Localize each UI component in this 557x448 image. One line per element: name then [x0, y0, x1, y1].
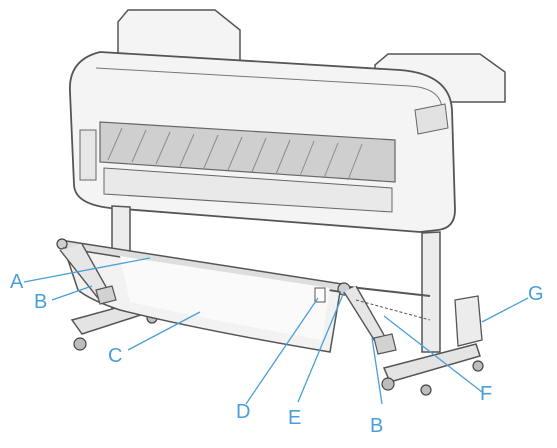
callout-B-bottom: B [370, 415, 384, 437]
leader-D [245, 297, 319, 405]
control-panel [414, 103, 449, 135]
leader-B-bottom [371, 337, 383, 405]
right-front-caster [381, 377, 395, 391]
top-cover-edge [95, 67, 443, 109]
leader-A [23, 257, 151, 283]
leader-E [297, 291, 345, 403]
basket-tag [314, 287, 326, 303]
leader-C [127, 311, 201, 351]
callout-B-left: B [34, 291, 48, 313]
right-stand-base [382, 343, 481, 383]
right-stand-leg [421, 231, 441, 353]
callout-G: G [528, 283, 544, 305]
basket-rear-edge [355, 299, 431, 321]
leader-G [481, 297, 529, 323]
leader-B-left [51, 285, 93, 301]
left-arm-joint [95, 285, 117, 305]
callout-E: E [288, 407, 302, 429]
right-rear-caster [472, 360, 484, 372]
callout-lines [23, 257, 529, 405]
callout-A: A [10, 271, 24, 293]
callout-C: C [108, 345, 123, 367]
media-roll [103, 167, 393, 213]
basket-cloth-shade [120, 256, 330, 340]
right-side-caster [420, 384, 432, 396]
right-foot-block [454, 295, 483, 347]
callout-F: F [480, 383, 493, 405]
callout-D: D [236, 401, 251, 423]
paper-slot [99, 121, 396, 183]
left-rod-cap [56, 238, 68, 250]
left-side-cover [79, 129, 97, 181]
leader-F [383, 315, 483, 393]
paper-slot-ribs [107, 127, 363, 181]
left-front-caster [73, 337, 87, 351]
right-arm-joint [373, 333, 397, 355]
